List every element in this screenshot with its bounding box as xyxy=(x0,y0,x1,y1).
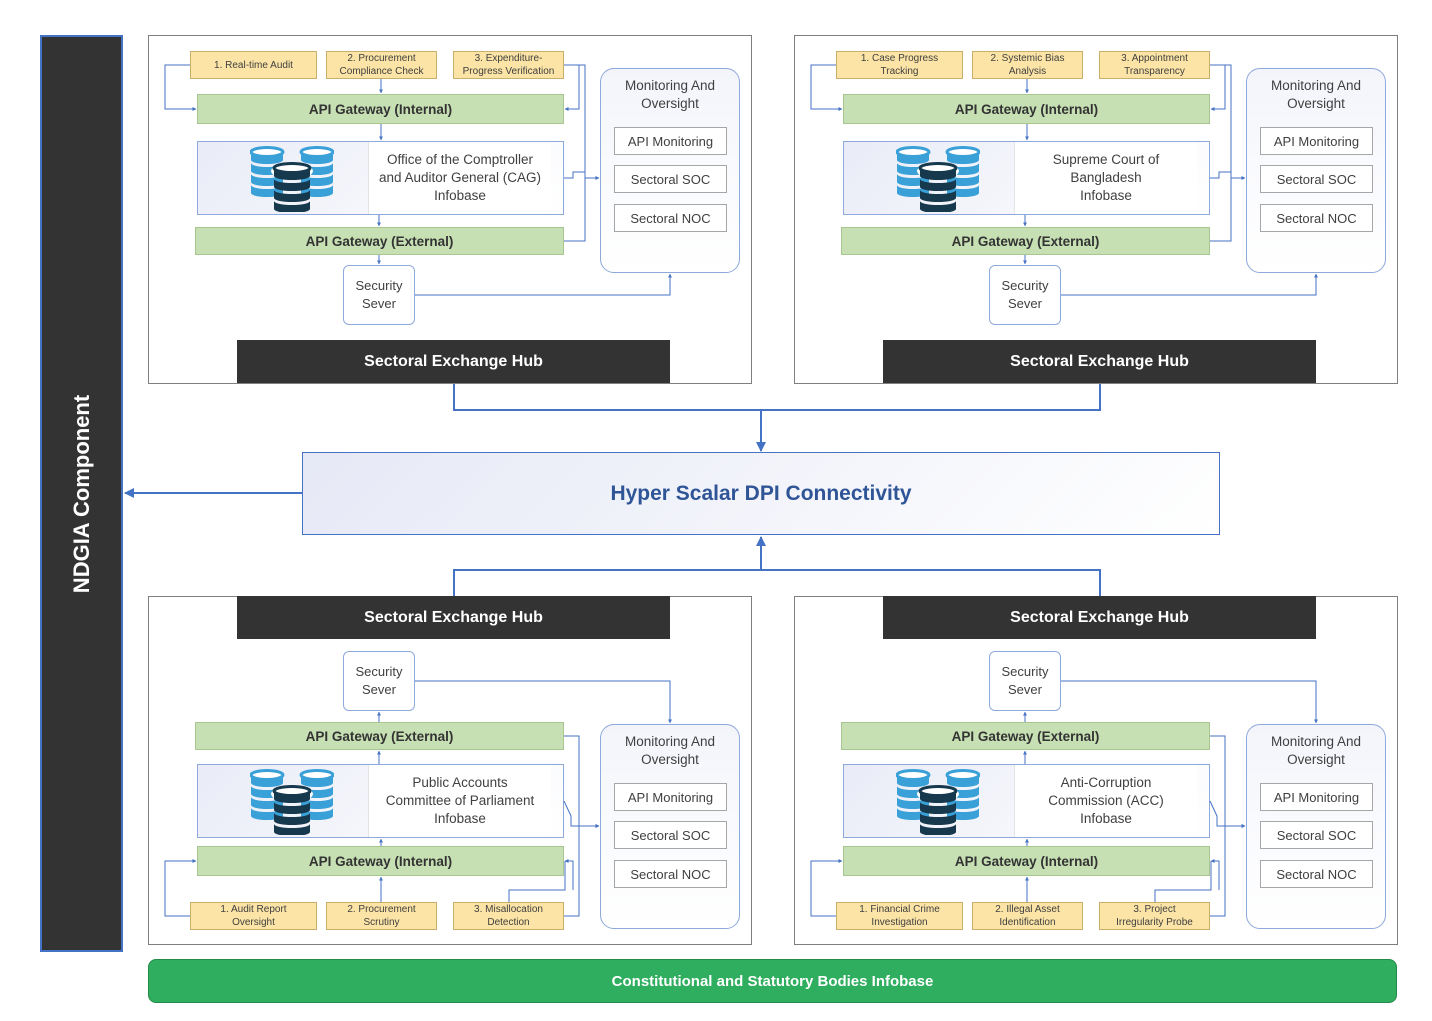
use-case-task[interactable]: 3. Expenditure- Progress Verification xyxy=(453,51,564,79)
monitoring-title: Monitoring And Oversight xyxy=(624,78,716,111)
constitutional-bodies-infobase-bar: Constitutional and Statutory Bodies Info… xyxy=(148,959,1397,1003)
sectoral-soc[interactable]: Sectoral SOC xyxy=(1260,165,1373,193)
use-case-task[interactable]: 1. Financial Crime Investigation xyxy=(836,902,963,930)
api-gateway-internal[interactable]: API Gateway (Internal) xyxy=(197,846,564,876)
use-case-task[interactable]: 2. Procurement Scrutiny xyxy=(326,902,437,930)
sectoral-noc[interactable]: Sectoral NOC xyxy=(1260,860,1373,888)
sectoral-soc[interactable]: Sectoral SOC xyxy=(1260,821,1373,849)
database-icon xyxy=(896,146,980,212)
api-monitoring[interactable]: API Monitoring xyxy=(614,127,727,155)
infobase-acc[interactable]: Anti-Corruption Commission (ACC) Infobas… xyxy=(843,764,1210,838)
sectoral-soc[interactable]: Sectoral SOC xyxy=(614,165,727,193)
sectoral-exchange-hub: Sectoral Exchange Hub xyxy=(883,596,1316,639)
ndgia-component-label: NDGIA Component xyxy=(68,394,94,593)
database-icon xyxy=(896,769,980,835)
sectoral-exchange-hub: Sectoral Exchange Hub xyxy=(237,340,670,383)
infobase-label: Anti-Corruption Commission (ACC) Infobas… xyxy=(1014,765,1197,837)
api-monitoring[interactable]: API Monitoring xyxy=(1260,783,1373,811)
security-server[interactable]: Security Sever xyxy=(989,265,1061,325)
hyper-scalar-dpi-connectivity: Hyper Scalar DPI Connectivity xyxy=(302,452,1220,535)
hyper-scalar-label: Hyper Scalar DPI Connectivity xyxy=(610,481,912,505)
sectoral-soc[interactable]: Sectoral SOC xyxy=(614,821,727,849)
sectoral-exchange-hub: Sectoral Exchange Hub xyxy=(237,596,670,639)
infobase-label: Office of the Comptroller and Auditor Ge… xyxy=(368,142,551,214)
api-gateway-internal[interactable]: API Gateway (Internal) xyxy=(843,846,1210,876)
api-gateway-internal[interactable]: API Gateway (Internal) xyxy=(197,94,564,124)
infobase-cag[interactable]: Office of the Comptroller and Auditor Ge… xyxy=(197,141,564,215)
use-case-task[interactable]: 3. Appointment Transparency xyxy=(1099,51,1210,79)
api-gateway-external[interactable]: API Gateway (External) xyxy=(841,227,1210,255)
database-icon xyxy=(250,146,334,212)
use-case-task[interactable]: 1. Real-time Audit xyxy=(190,51,317,79)
bottom-hubs-connector xyxy=(453,569,1101,596)
api-gateway-external[interactable]: API Gateway (External) xyxy=(841,722,1210,750)
use-case-task[interactable]: 2. Systemic Bias Analysis xyxy=(972,51,1083,79)
use-case-task[interactable]: 3. Project Irregularity Probe xyxy=(1099,902,1210,930)
security-server[interactable]: Security Sever xyxy=(989,651,1061,711)
monitoring-title: Monitoring And Oversight xyxy=(1270,734,1362,767)
sectoral-exchange-hub: Sectoral Exchange Hub xyxy=(883,340,1316,383)
ndgia-component-panel: NDGIA Component xyxy=(40,35,123,952)
top-hubs-connector xyxy=(453,384,1101,411)
security-server[interactable]: Security Sever xyxy=(343,651,415,711)
api-monitoring[interactable]: API Monitoring xyxy=(614,783,727,811)
monitoring-title: Monitoring And Oversight xyxy=(624,734,716,767)
infobase-pac[interactable]: Public Accounts Committee of Parliament … xyxy=(197,764,564,838)
use-case-task[interactable]: 1. Audit Report Oversight xyxy=(190,902,317,930)
api-gateway-external[interactable]: API Gateway (External) xyxy=(195,722,564,750)
security-server[interactable]: Security Sever xyxy=(343,265,415,325)
use-case-task[interactable]: 1. Case Progress Tracking xyxy=(836,51,963,79)
use-case-task[interactable]: 3. Misallocation Detection xyxy=(453,902,564,930)
infobase-label: Public Accounts Committee of Parliament … xyxy=(368,765,551,837)
footer-label: Constitutional and Statutory Bodies Info… xyxy=(611,972,934,990)
api-monitoring[interactable]: API Monitoring xyxy=(1260,127,1373,155)
infobase-label: Supreme Court of Bangladesh Infobase xyxy=(1014,142,1197,214)
api-gateway-internal[interactable]: API Gateway (Internal) xyxy=(843,94,1210,124)
infobase-supreme-court[interactable]: Supreme Court of Bangladesh Infobase xyxy=(843,141,1210,215)
sectoral-noc[interactable]: Sectoral NOC xyxy=(614,204,727,232)
api-gateway-external[interactable]: API Gateway (External) xyxy=(195,227,564,255)
sectoral-noc[interactable]: Sectoral NOC xyxy=(614,860,727,888)
sectoral-noc[interactable]: Sectoral NOC xyxy=(1260,204,1373,232)
database-icon xyxy=(250,769,334,835)
monitoring-title: Monitoring And Oversight xyxy=(1270,78,1362,111)
use-case-task[interactable]: 2. Procurement Compliance Check xyxy=(326,51,437,79)
use-case-task[interactable]: 2. Illegal Asset Identification xyxy=(972,902,1083,930)
